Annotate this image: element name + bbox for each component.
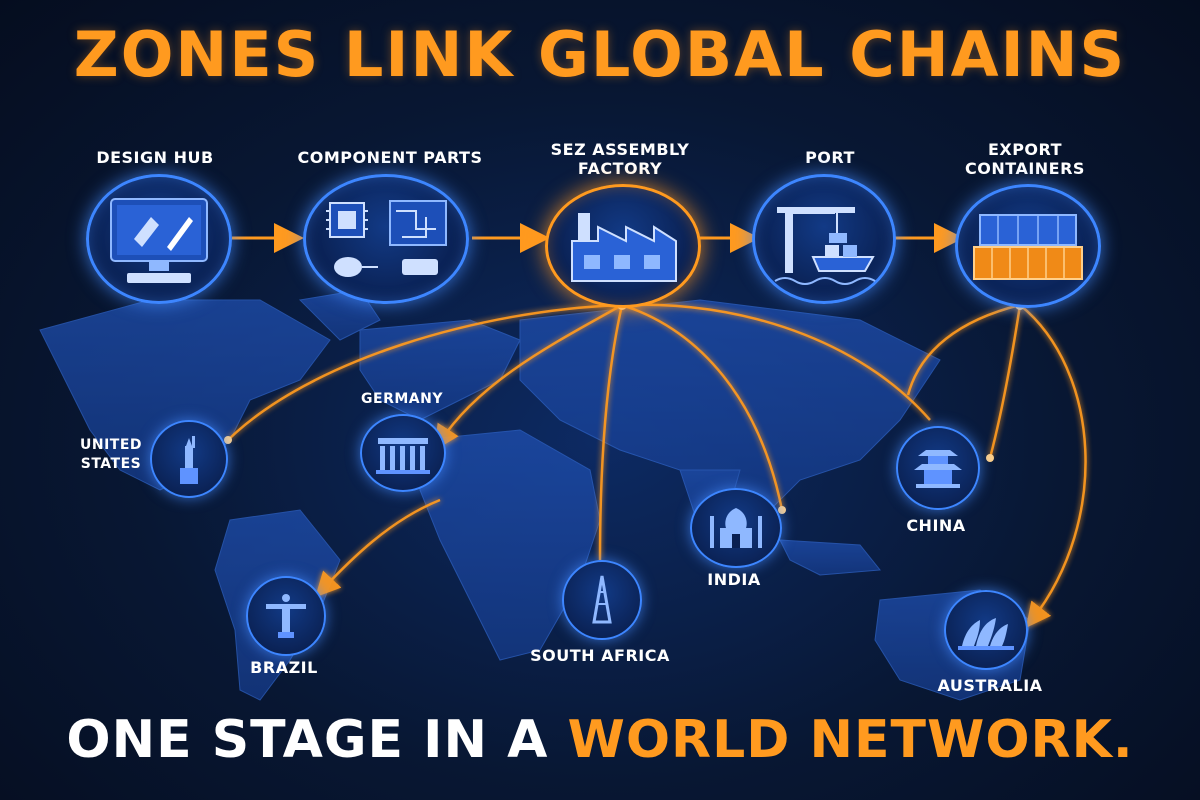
route-export-australia [1019,304,1087,628]
tagline-part-2: WORLD NETWORK. [567,710,1134,770]
route-us [227,303,623,441]
factory-icon [571,213,677,282]
route-south-africa [598,304,624,561]
opera-house-icon [958,618,1014,650]
country-label-china: CHINA [906,516,966,535]
tagline-part-1: ONE STAGE IN A [66,710,568,770]
pagoda-icon [914,450,962,488]
route-china [621,303,931,421]
stage-label-design-hub: DESIGN HUB [96,148,214,167]
computer-design-icon [110,198,208,283]
country-south-africa [562,560,642,640]
page-title: ZONES LINK GLOBAL CHAINS [73,18,1127,91]
country-germany [360,414,446,492]
country-australia [944,590,1028,670]
country-label-australia: AUSTRALIA [937,676,1043,695]
stage-label-port: PORT [805,148,855,167]
route-export-china [906,303,1021,396]
statue-of-liberty-icon [180,436,198,484]
country-label-brazil: BRAZIL [250,658,318,677]
tower-icon [592,575,612,624]
country-label-germany: GERMANY [361,391,443,407]
country-china [896,426,980,510]
country-united-states [150,420,228,498]
route-brazil [315,498,441,598]
shipping-containers-icon [973,214,1083,280]
stage-design-hub [86,174,232,304]
stage-port [752,174,896,304]
country-india [690,488,782,568]
tagline: ONE STAGE IN A WORLD NETWORK. [0,710,1200,770]
route-india [621,303,784,511]
brandenburg-gate-icon [376,438,430,474]
port-crane-ship-icon [774,207,876,285]
stage-component-parts [303,174,469,304]
country-label-south-africa: SOUTH AFRICA [530,646,670,665]
country-brazil [246,576,326,656]
stage-label-export-containers: EXPORT CONTAINERS [965,140,1085,178]
route-germany [434,303,623,451]
route-export-china2 [988,304,1022,459]
stage-sez-factory [545,184,701,308]
stage-label-sez-factory: SEZ ASSEMBLY FACTORY [550,140,690,178]
taj-mahal-icon [710,508,762,548]
christ-redeemer-icon [266,594,306,638]
stage-export-containers [955,184,1101,308]
circuit-components-icon [326,200,447,277]
country-label-united-states: UNITED STATES [79,437,143,472]
stage-label-component-parts: COMPONENT PARTS [297,148,483,167]
country-label-india: INDIA [707,570,761,589]
